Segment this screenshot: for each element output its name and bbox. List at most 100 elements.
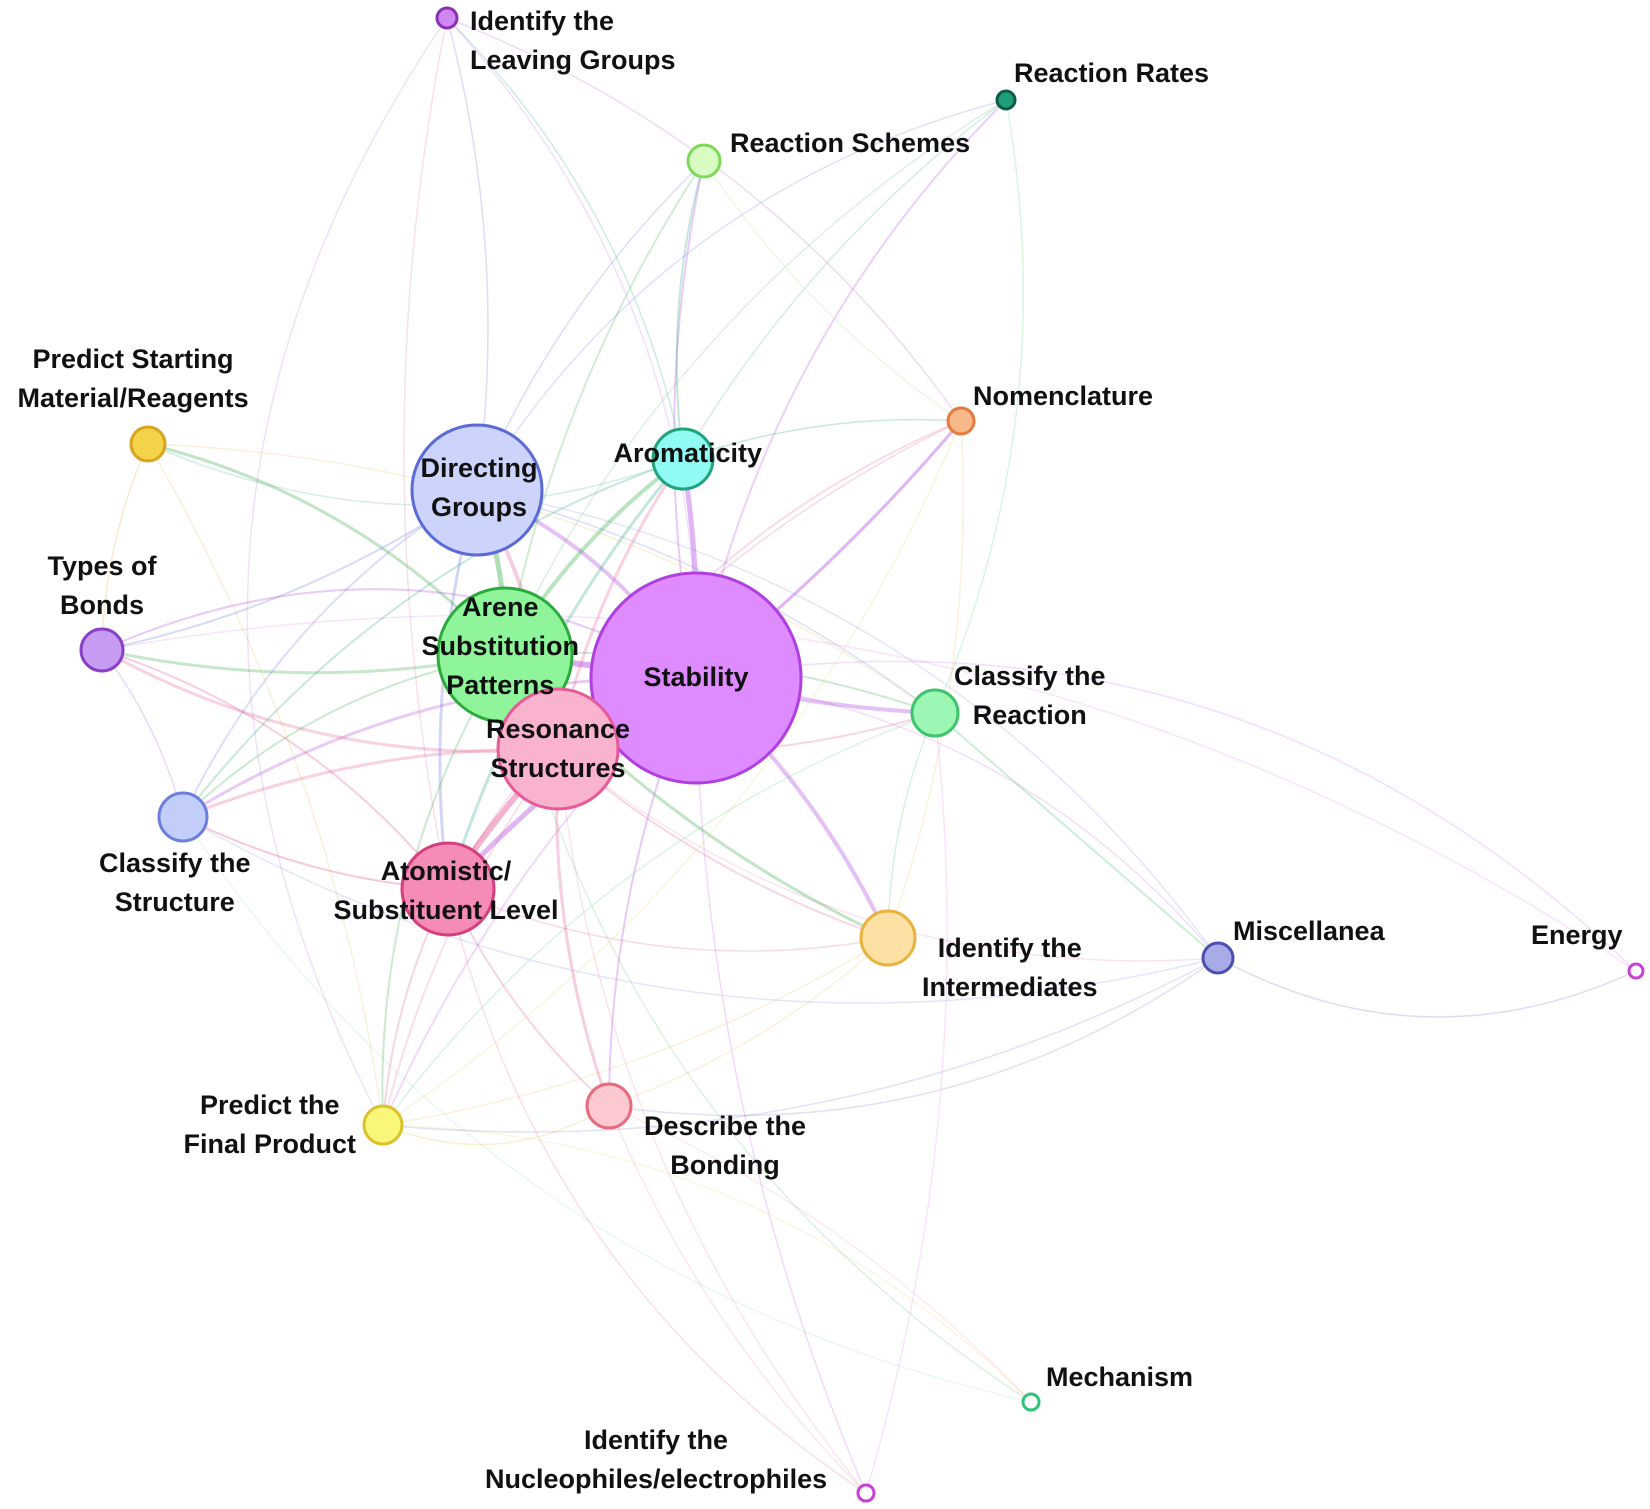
- edge-arene-schemes: [504, 160, 705, 656]
- edge-aromaticity-schemes: [675, 160, 705, 460]
- label-types_bonds-line-1: Bonds: [60, 590, 144, 620]
- label-atomistic: Atomistic/Substituent Level: [334, 852, 559, 930]
- node-nomenclature[interactable]: [946, 406, 976, 436]
- edge-atomistic-intermediates: [447, 888, 889, 952]
- node-energy[interactable]: [1627, 962, 1645, 980]
- edge-predict_final-mechanism: [382, 1124, 1032, 1403]
- node-predict_start[interactable]: [129, 425, 167, 463]
- edge-intermediates-describe: [608, 937, 889, 1107]
- edge-classify_reaction-predict_final: [382, 712, 936, 1126]
- node-nucleophiles[interactable]: [856, 1483, 876, 1503]
- edge-describe-nucleophiles: [608, 1105, 867, 1494]
- label-schemes-line-0: Reaction Schemes: [730, 128, 971, 158]
- edge-aromaticity-leaving: [446, 17, 684, 460]
- edge-atomistic-nucleophiles: [447, 888, 867, 1494]
- edge-intermediates-nomenclature: [887, 420, 964, 939]
- node-mechanism[interactable]: [1021, 1392, 1041, 1412]
- node-rates[interactable]: [995, 89, 1017, 111]
- edge-directing-miscellanea: [476, 489, 1219, 959]
- edge-leaving-predict_final: [246, 17, 448, 1126]
- node-classify_reaction[interactable]: [910, 688, 960, 738]
- edge-classify_reaction-intermediates: [887, 712, 936, 939]
- label-energy-line-0: Energy: [1531, 920, 1623, 950]
- node-schemes[interactable]: [686, 143, 722, 179]
- label-leaving-line-0: Identify the: [470, 6, 615, 36]
- label-arene-line-2: Patterns: [446, 670, 555, 700]
- edge-leaving-nomenclature: [446, 17, 962, 422]
- label-rates: Reaction Rates: [1014, 54, 1209, 93]
- nodes: [79, 6, 1645, 1503]
- edge-resonance-nucleophiles: [557, 748, 867, 1494]
- label-schemes: Reaction Schemes: [730, 124, 970, 163]
- edge-stability-energy: [695, 660, 1637, 972]
- label-aromaticity: Aromaticity: [614, 434, 763, 473]
- label-resonance-line-0: Resonance: [486, 714, 631, 744]
- label-predict_final-line-1: Final Product: [183, 1129, 357, 1159]
- edge-intermediates-predict_final: [382, 937, 889, 1126]
- edge-predict_final-describe: [382, 1105, 610, 1146]
- label-intermediates-line-1: Intermediates: [922, 972, 1098, 1002]
- label-nucleophiles-line-0: Identify the: [584, 1425, 729, 1455]
- node-aromaticity[interactable]: [651, 427, 715, 491]
- label-predict_start-line-0: Predict Starting: [32, 344, 234, 374]
- label-types_bonds-line-0: Types of: [47, 551, 157, 581]
- node-types_bonds[interactable]: [79, 627, 125, 673]
- node-miscellanea[interactable]: [1201, 941, 1235, 975]
- edge-predict_start-types_bonds: [101, 443, 149, 651]
- label-nomenclature: Nomenclature: [973, 377, 1153, 416]
- edge-mechanism-classify_structure: [182, 816, 1032, 1403]
- edges: [100, 17, 1637, 1494]
- node-leaving[interactable]: [435, 6, 459, 30]
- edge-schemes-nomenclature: [703, 160, 962, 422]
- label-mechanism: Mechanism: [1046, 1358, 1193, 1397]
- edge-directing-leaving: [446, 17, 489, 491]
- edge-directing-rates: [476, 99, 1007, 491]
- label-mechanism-line-0: Mechanism: [1046, 1362, 1194, 1392]
- label-atomistic-line-0: Atomistic/: [380, 856, 512, 886]
- edge-atomistic-types_bonds: [101, 649, 449, 890]
- label-resonance-line-1: Structures: [490, 753, 626, 783]
- label-describe-line-1: Bonding: [670, 1150, 780, 1180]
- node-predict_final[interactable]: [362, 1104, 404, 1146]
- node-atomistic[interactable]: [400, 841, 496, 937]
- node-resonance[interactable]: [496, 687, 620, 811]
- label-aromaticity-line-0: Aromaticity: [613, 438, 763, 468]
- edge-miscellanea-predict_final: [382, 957, 1219, 1133]
- edge-stability-leaving: [446, 17, 697, 679]
- label-stability-line-0: Stability: [643, 662, 749, 692]
- label-stability: Stability: [644, 658, 749, 697]
- edge-arene-rates: [504, 99, 1007, 656]
- label-miscellanea-line-0: Miscellanea: [1233, 916, 1385, 946]
- node-stability[interactable]: [589, 571, 803, 785]
- edge-nucleophiles-classify_reaction: [865, 712, 948, 1494]
- node-describe[interactable]: [585, 1082, 633, 1130]
- edge-predict_start-predict_final: [147, 443, 384, 1126]
- label-arene-line-0: Arene: [461, 592, 539, 622]
- label-directing-line-0: Directing: [420, 453, 538, 483]
- edge-describe-mechanism: [608, 1105, 1032, 1403]
- label-directing-line-1: Groups: [431, 492, 528, 522]
- edge-classify_reaction-miscellanea: [934, 712, 1219, 959]
- node-classify_structure[interactable]: [157, 791, 209, 843]
- edge-aromaticity-classify_structure: [182, 458, 684, 818]
- label-predict_final-line-0: Predict the: [199, 1090, 340, 1120]
- label-classify_reaction-line-1: Reaction: [972, 700, 1087, 730]
- edge-miscellanea-describe: [608, 957, 1219, 1117]
- label-miscellanea: Miscellanea: [1233, 912, 1385, 951]
- label-describe-line-0: Describe the: [644, 1111, 807, 1141]
- node-directing[interactable]: [410, 423, 544, 557]
- edge-predict_final-nomenclature: [382, 420, 962, 1126]
- label-types_bonds: Types of Bonds: [48, 547, 157, 625]
- node-intermediates[interactable]: [859, 909, 917, 967]
- label-intermediates-line-0: Identify the: [937, 933, 1082, 963]
